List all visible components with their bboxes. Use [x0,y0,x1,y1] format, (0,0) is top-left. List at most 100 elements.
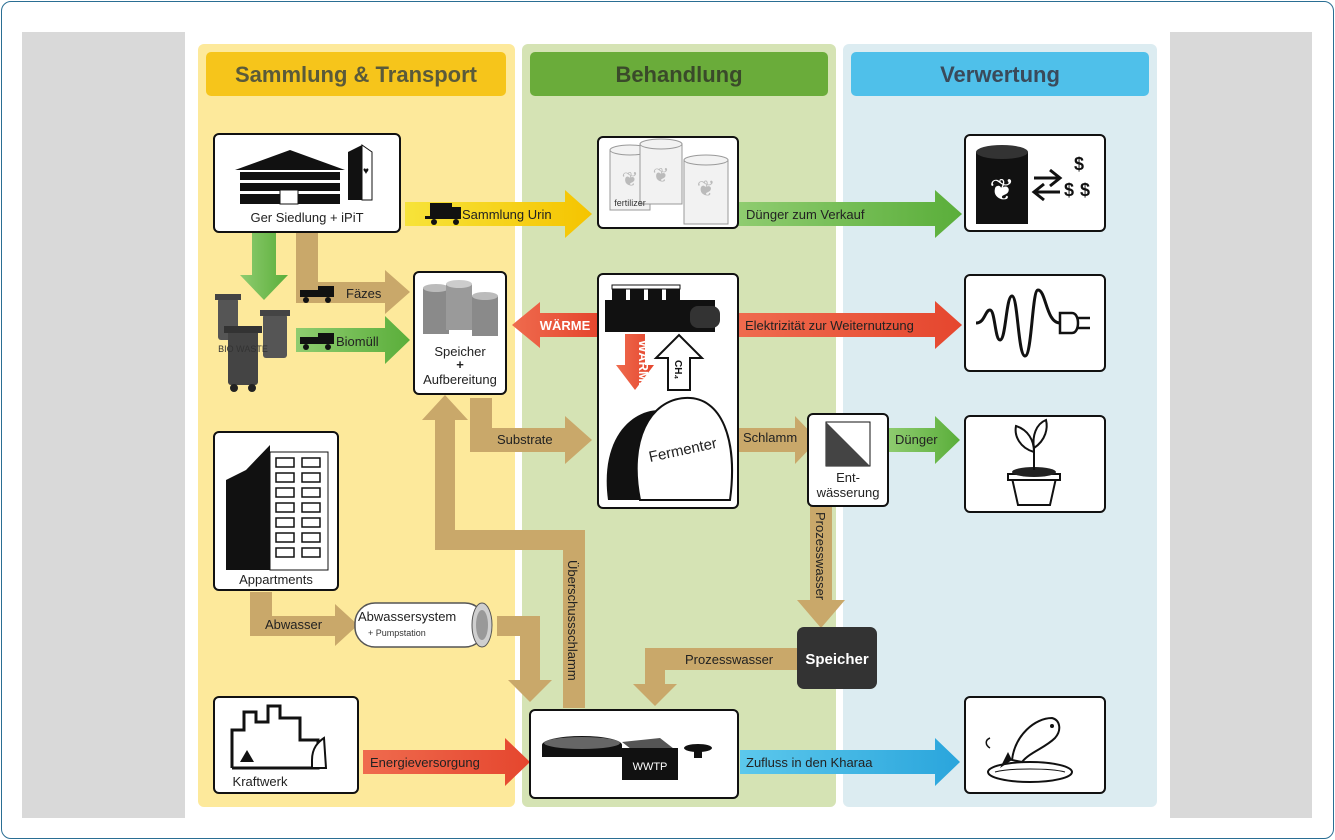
truck-icon [300,286,334,303]
power-plant-icon [230,704,328,770]
label-substrate: Substrate [497,432,553,447]
yurt-icon [235,150,345,205]
apartment-window [301,487,321,498]
arrow-fertilizer [888,416,960,464]
label-fertilizer: Dünger [895,432,938,447]
label-fertilizer-sale: Dünger zum Verkauf [746,207,865,222]
svg-text:$: $ [1064,180,1074,200]
arrow-heat-fermenter [616,334,654,390]
waste-bins-icon [215,294,290,392]
fermenter-icon [606,396,733,501]
apartment-window [301,457,321,468]
arrow-urine [405,190,592,238]
engine-icon [605,284,720,332]
arrow-process-water-down [797,505,845,628]
header-utilization: Verwertung [940,62,1060,87]
label-excess-sludge: Überschussschlamm [565,560,580,681]
label-dewater-1: Ent- [836,470,860,485]
label-bin: BIO WASTE [218,344,268,354]
label-storage-2: + [456,357,464,372]
header-treatment: Behandlung [615,62,742,87]
toilet-icon: ♥ [348,144,373,201]
arrow-sludge [738,416,818,464]
fish-icon [985,716,1073,783]
label-process-water-h: Prozesswasser [685,652,774,667]
apartment-window [275,457,295,468]
arrow-process-water-left [633,648,797,706]
apartment-window [301,517,321,528]
label-sewer: Abwassersystem [358,609,456,624]
plug-icon [1058,311,1090,335]
label-ger-settlement: Ger Siedlung + iPiT [250,210,363,225]
label-energy: Energieversorgung [370,755,480,770]
wave-plug-icon [975,288,1061,358]
arrow-energy [363,738,530,786]
apartment-window [275,547,295,558]
label-apartments: Appartments [239,572,313,587]
svg-text:$: $ [1080,180,1090,200]
node-electricity-use [964,274,1106,372]
arrow-heat-storage [512,302,598,348]
label-inflow: Zufluss in den Kharaa [746,755,873,770]
tanks-icon [423,280,498,336]
label-sludge: Schlamm [743,430,797,445]
svg-text:♥: ♥ [363,166,369,177]
truck-icon [425,203,461,225]
truck-icon [300,333,334,350]
arrow-excess-sludge [422,395,585,708]
apartment-window [301,502,321,513]
arrow-inflow [740,738,960,786]
svg-text:❦: ❦ [622,169,639,191]
label-dewater-2: wässerung [816,485,880,500]
fertilizer-cans-icon: ❦ ❦ ❦ [609,138,729,225]
arrow-substrate [470,398,592,464]
apartment-window [275,517,295,528]
exchange-icon [1031,168,1063,202]
label-storage-3: Aufbereitung [423,372,497,387]
arrow-ger-to-bins [240,232,288,300]
wwtp-icon [542,736,712,780]
label-urine: Sammlung Urin [462,207,552,222]
label-fertilizer-can: fertilizer [614,198,646,208]
apartment-window [275,472,295,483]
apartment-window [275,532,295,543]
label-wastewater: Abwasser [265,617,323,632]
plant-pot-icon [1007,418,1061,506]
label-wwtp: WWTP [633,761,668,773]
apartment-window [301,532,321,543]
label-storage-dark: Speicher [805,651,869,668]
header-utilization-bg [851,52,1149,96]
svg-text:$: $ [1074,154,1084,174]
header-treatment-bg [530,52,828,96]
apartment-window [301,547,321,558]
label-feces: Fäzes [346,286,382,301]
arrow-biowaste [296,316,410,364]
arrow-fertilizer-sale [738,190,962,238]
arrow-wastewater [250,592,358,646]
header-collection: Sammlung & Transport [235,62,478,87]
arrow-sewer-to-wwtp [497,616,552,702]
label-power-plant: Kraftwerk [233,774,288,789]
dewatering-icon [825,421,871,467]
arrow-methane [653,333,705,391]
svg-text:❦: ❦ [989,174,1014,207]
label-electricity: Elektrizität zur Weiternutzung [745,318,914,333]
label-biowaste: Biomüll [336,334,379,349]
svg-text:❦: ❦ [653,165,670,187]
apartment-window [301,472,321,483]
label-storage-1: Speicher [434,344,486,359]
sewer-pipe-icon [354,602,493,648]
fertilizer-can-icon: ❦ [976,145,1028,224]
apartment-window [275,502,295,513]
label-process-water-v: Prozesswasser [813,512,828,601]
label-sewer-sub: + Pumpstation [368,628,426,638]
money-icon: $ $ $ [1064,154,1090,200]
apartment-window [275,487,295,498]
label-heat-fermenter: WÄRME [636,340,651,391]
header-collection-bg [206,52,506,96]
label-heat-storage: WÄRME [540,318,591,333]
node-storage-dark [797,627,877,689]
svg-text:❦: ❦ [697,176,715,201]
label-methane: CH₄ [672,360,683,379]
